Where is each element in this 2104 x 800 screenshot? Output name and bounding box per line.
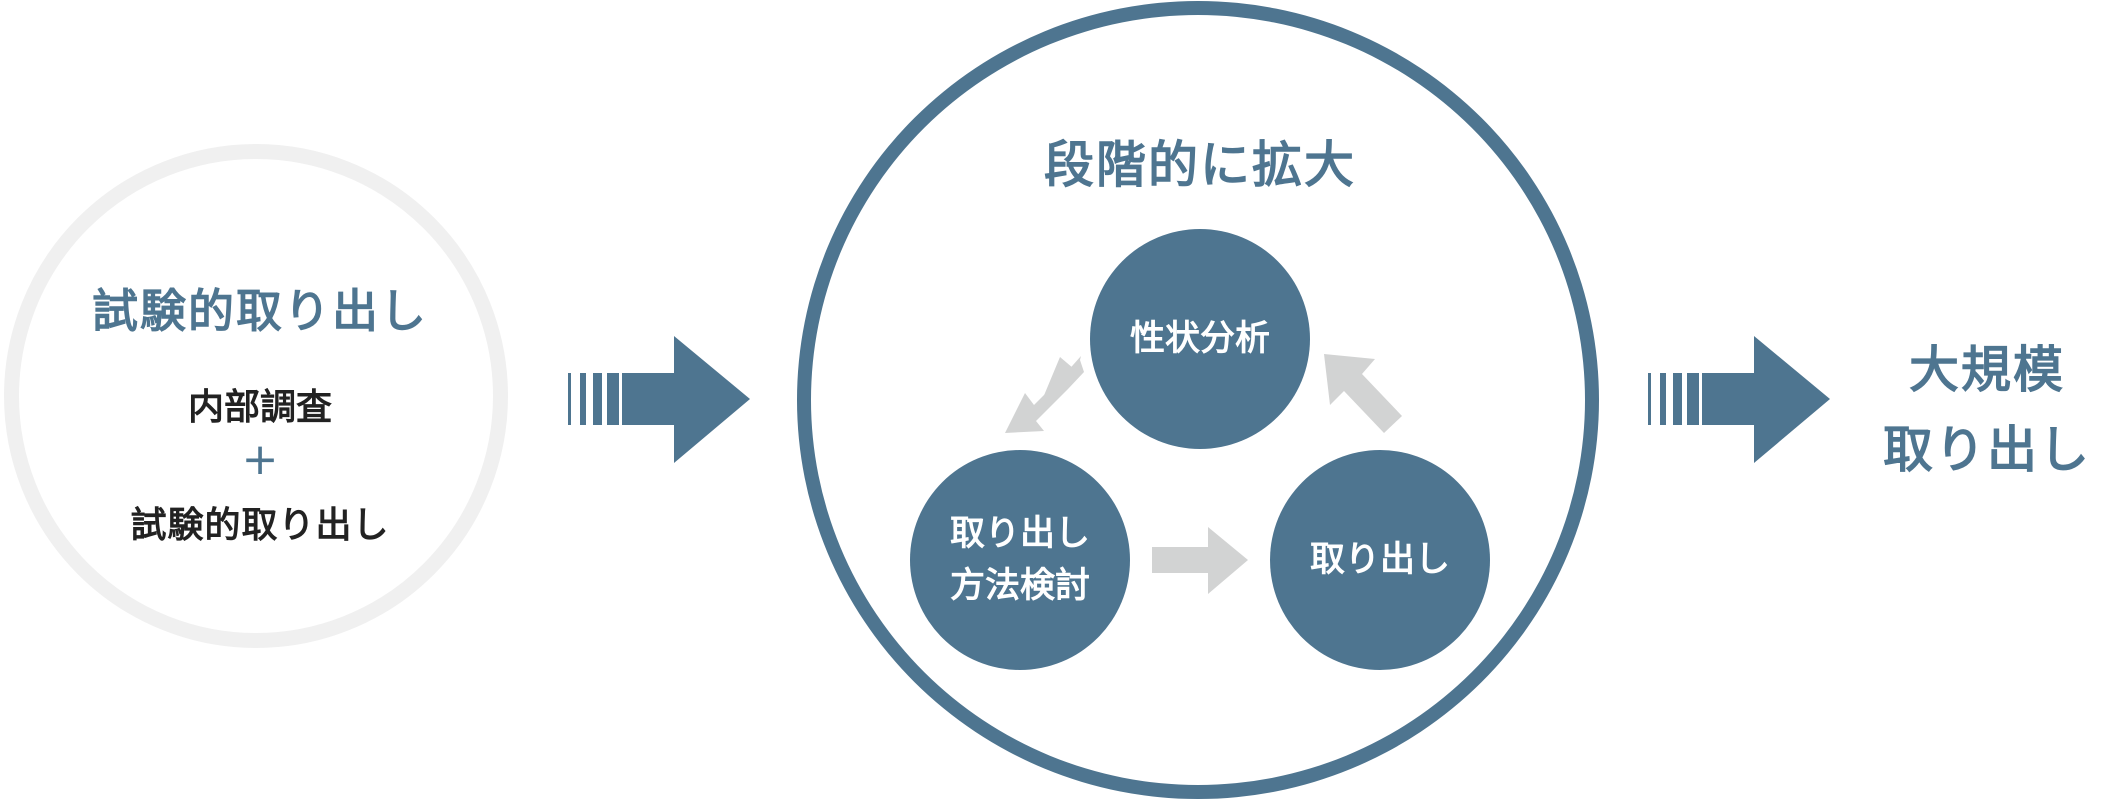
cycle-arrow-up-left-icon [1324, 354, 1402, 433]
node-extraction: 取り出し [1270, 450, 1490, 670]
final-line2: 取り出し [1883, 421, 2091, 479]
node-label-line1: 取り出し [949, 514, 1090, 554]
node-extraction-method-study: 取り出し 方法検討 [910, 450, 1130, 670]
trial-extraction-title: 試験的取り出し [92, 284, 428, 338]
final-line1: 大規模 [1909, 341, 2065, 399]
large-scale-extraction-label: 大規模 取り出し [1870, 330, 2104, 490]
internal-investigation-label: 内部調査 [187, 387, 332, 428]
striped-right-arrow-icon [1648, 336, 1830, 463]
node-label: 取り出し [1309, 540, 1450, 580]
plus-icon: + [241, 434, 279, 485]
trial-extraction-label: 試験的取り出し [130, 505, 390, 546]
cycle-arrow-right-icon [1152, 527, 1248, 594]
node-label-line2: 方法検討 [949, 566, 1090, 606]
node-property-analysis: 性状分析 [1090, 229, 1310, 449]
striped-right-arrow-icon [568, 336, 750, 463]
cycle-arrow-down-left-icon [1005, 356, 1084, 433]
gradual-expansion-title: 段階的に拡大 [1044, 136, 1356, 194]
node-label: 性状分析 [1129, 319, 1270, 359]
